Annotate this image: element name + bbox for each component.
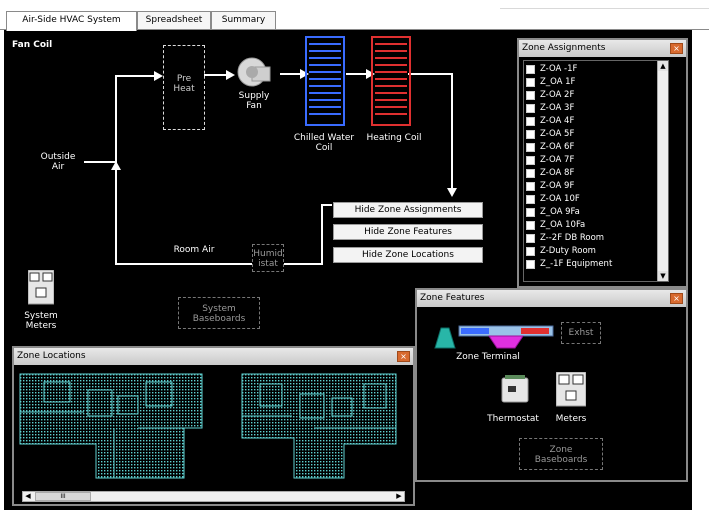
checkbox[interactable]	[526, 65, 535, 74]
hvac-canvas: Fan Coil Outside Air Pre Heat Supply Fan…	[4, 30, 692, 510]
tab-spreadsheet[interactable]: Spreadsheet	[137, 11, 211, 30]
thermostat-label: Thermostat	[487, 414, 539, 424]
diagram-title: Fan Coil	[12, 40, 53, 50]
checkbox[interactable]	[526, 208, 535, 217]
checkbox[interactable]	[526, 104, 535, 113]
zone-locations-title: Zone Locations	[14, 348, 413, 365]
tab-summary[interactable]: Summary	[211, 11, 276, 30]
tab-air-side-hvac[interactable]: Air-Side HVAC System	[6, 11, 137, 31]
zone-assignments-title: Zone Assignments	[519, 40, 686, 57]
tab-bar-line	[500, 8, 709, 9]
outside-air-label: Outside Air	[40, 152, 76, 172]
page-right-gutter	[692, 30, 709, 510]
zone-locations-close-icon[interactable]: ×	[397, 351, 410, 362]
zone-features-panel: Zone Features × Zone Terminal Exhst Ther…	[415, 288, 688, 482]
checkbox[interactable]	[526, 130, 535, 139]
checkbox[interactable]	[526, 260, 535, 269]
zone-features-title: Zone Features	[417, 290, 686, 307]
supply-fan-icon[interactable]	[235, 55, 271, 89]
tab-bar: Air-Side HVAC System Spreadsheet Summary	[0, 0, 709, 31]
humidistat-box[interactable]: Humid istat	[252, 244, 284, 272]
floor-plan-left	[19, 373, 203, 479]
preheat-label: Pre Heat	[173, 74, 195, 94]
hide-zone-features-button[interactable]: Hide Zone Features	[333, 224, 483, 240]
checkbox[interactable]	[526, 234, 535, 243]
hide-zone-locations-button[interactable]: Hide Zone Locations	[333, 247, 483, 263]
checkbox[interactable]	[526, 195, 535, 204]
checkbox[interactable]	[526, 221, 535, 230]
scroll-down-icon[interactable]: ▼	[658, 271, 668, 281]
airflow-lines	[84, 69, 457, 265]
chilled-water-coil-label: Chilled Water Coil	[293, 133, 355, 153]
checkbox[interactable]	[526, 156, 535, 165]
zone-features-close-icon[interactable]: ×	[670, 293, 683, 304]
thermostat-icon[interactable]	[501, 374, 531, 404]
zone-assignments-panel: Zone Assignments × Z-OA -1F Z_OA 1F Z-OA…	[517, 38, 688, 288]
checkbox[interactable]	[526, 247, 535, 256]
zone-locations-scrollbar[interactable]: ◀ III ▶	[22, 491, 405, 502]
chilled-water-coil-icon[interactable]	[305, 36, 345, 126]
checkbox[interactable]	[526, 182, 535, 191]
system-meters-icon[interactable]	[27, 269, 55, 306]
preheat-box[interactable]: Pre Heat	[163, 45, 205, 130]
room-air-label: Room Air	[173, 245, 215, 255]
checkbox[interactable]	[526, 117, 535, 126]
heating-coil-icon[interactable]	[371, 36, 411, 126]
tab-bar-rule	[0, 29, 709, 30]
zone-locations-panel: Zone Locations ×	[12, 346, 415, 506]
scroll-right-icon[interactable]: ▶	[396, 492, 402, 500]
zone-terminal-icon[interactable]	[431, 320, 561, 354]
meters-icon[interactable]	[555, 371, 587, 408]
scroll-thumb[interactable]: III	[35, 492, 91, 501]
zone-floor-plans	[19, 373, 397, 479]
system-baseboards-box[interactable]: System Baseboards	[178, 297, 260, 329]
scroll-left-icon[interactable]: ◀	[25, 492, 31, 500]
checkbox[interactable]	[526, 169, 535, 178]
system-meters-label: System Meters	[24, 311, 58, 331]
checkbox[interactable]	[526, 91, 535, 100]
exhst-box[interactable]: Exhst	[561, 322, 601, 344]
zone-assignments-close-icon[interactable]: ×	[670, 43, 683, 54]
hide-zone-assignments-button[interactable]: Hide Zone Assignments	[333, 202, 483, 218]
checkbox[interactable]	[526, 143, 535, 152]
zone-assignments-list: Z-OA -1F Z_OA 1F Z-OA 2F Z-OA 3F Z-OA 4F…	[523, 60, 669, 282]
checkbox[interactable]	[526, 78, 535, 87]
supply-fan-label: Supply Fan	[238, 91, 270, 111]
scroll-up-icon[interactable]: ▲	[658, 61, 668, 71]
zone-baseboards-box[interactable]: Zone Baseboards	[519, 438, 603, 470]
zone-terminal-label: Zone Terminal	[456, 352, 520, 362]
heating-coil-label: Heating Coil	[366, 133, 422, 143]
meters-label: Meters	[555, 414, 587, 424]
zone-assignments-scrollbar[interactable]: ▲ ▼	[657, 61, 668, 281]
floor-plan-right	[241, 373, 397, 479]
